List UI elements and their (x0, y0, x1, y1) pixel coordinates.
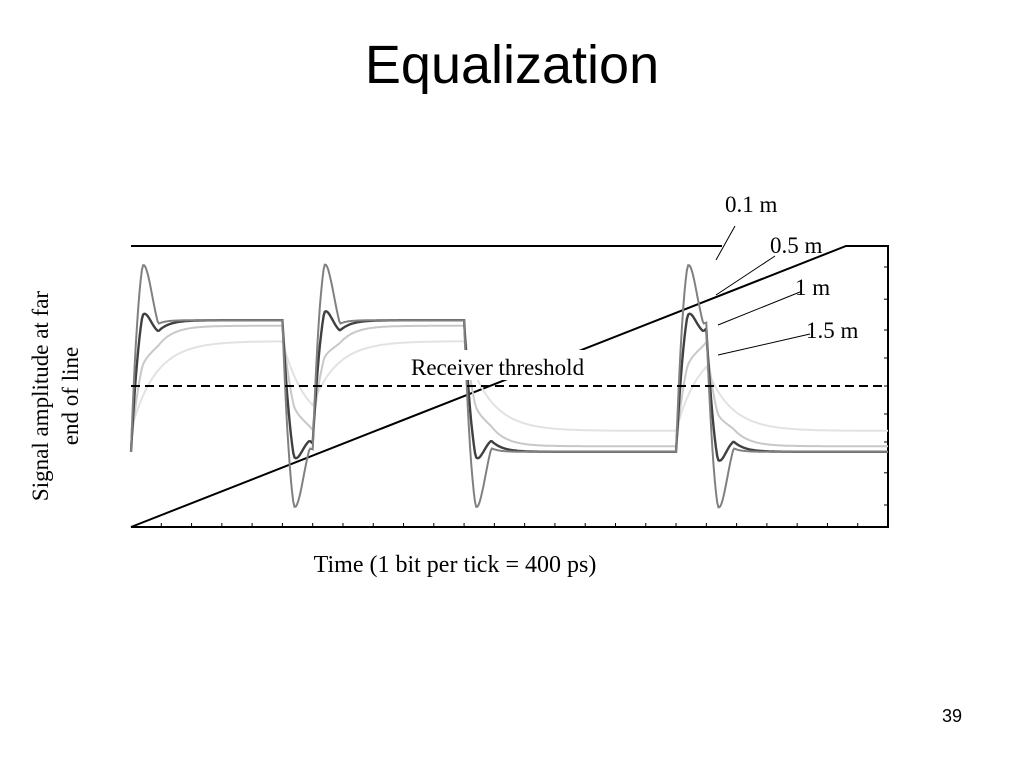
series-line-1-m (130, 324, 888, 448)
legend-leader-0-1-m (715, 225, 736, 261)
legend-label-1-m: 1 m (795, 275, 830, 300)
threshold-layer: Receiver threshold (131, 350, 888, 387)
legend-leader-1-5-m (717, 333, 811, 356)
y-axis-label: Signal amplitude at far end of line (28, 291, 83, 501)
x-axis-label: Time (1 bit per tick = 400 ps) (314, 552, 597, 578)
legend-layer: 0.1 m 0.5 m 1 m 1.5 m (715, 192, 859, 356)
legend-leader-1-m (717, 291, 801, 326)
series-layer (129, 263, 888, 509)
page-number: 39 (941, 706, 962, 726)
slide-title: Equalization (364, 35, 660, 95)
threshold-label-background (404, 350, 622, 380)
y-axis-label-line-2: end of line (58, 347, 83, 445)
plot-frame (130, 245, 889, 528)
plot-border (130, 245, 889, 528)
y-axis-label-line-1: Signal amplitude at far (28, 291, 53, 501)
tick-marks (160, 266, 888, 527)
legend-label-1-5-m: 1.5 m (806, 318, 859, 343)
legend-leader-0-5-m (715, 255, 776, 296)
threshold-label: Receiver threshold (411, 355, 585, 380)
series-line-1-5-m (130, 340, 888, 432)
series-line-0-1-m (130, 263, 888, 509)
legend-label-0-5-m: 0.5 m (770, 233, 823, 258)
legend-label-0-1-m: 0.1 m (725, 192, 778, 217)
